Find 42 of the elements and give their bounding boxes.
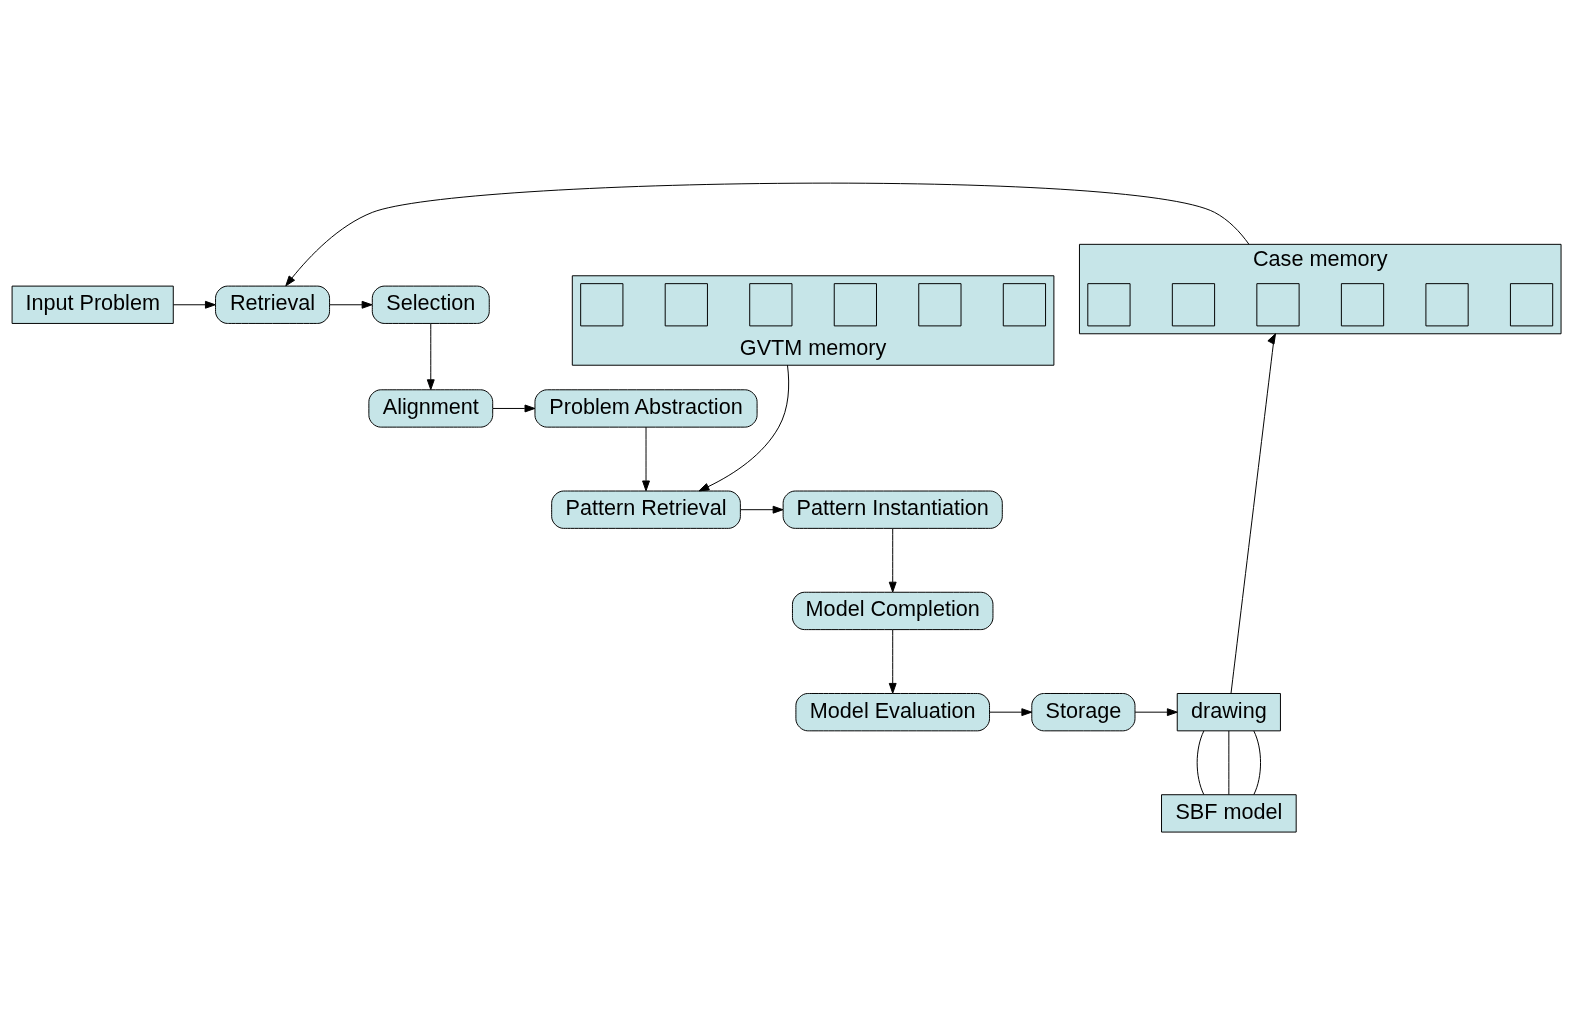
node-box: Retrieval bbox=[215, 285, 331, 324]
node-box: Pattern Retrieval bbox=[551, 490, 741, 529]
arrow bbox=[888, 527, 897, 593]
node-box: Selection bbox=[371, 285, 490, 324]
node-box bbox=[918, 283, 962, 327]
arrow bbox=[1134, 708, 1178, 717]
node-box bbox=[1171, 283, 1216, 327]
node-box: Alignment bbox=[368, 389, 494, 428]
connector bbox=[1196, 730, 1205, 795]
node-box bbox=[749, 283, 793, 327]
node-box bbox=[1256, 283, 1300, 327]
arrow bbox=[989, 708, 1033, 717]
arrow bbox=[1230, 333, 1276, 694]
node-box bbox=[1002, 283, 1047, 327]
cluster: Case memory bbox=[1078, 243, 1562, 335]
arrow bbox=[642, 426, 650, 492]
arrow bbox=[285, 182, 1250, 287]
node-box: Model Completion bbox=[792, 591, 994, 631]
node-box bbox=[1425, 283, 1469, 327]
node-box bbox=[664, 283, 708, 327]
node-box bbox=[1509, 283, 1554, 327]
arrow bbox=[698, 364, 790, 492]
node-box bbox=[833, 283, 877, 327]
arrow bbox=[426, 323, 435, 391]
arrow bbox=[739, 505, 784, 514]
node-box: Problem Abstraction bbox=[534, 389, 758, 428]
node-box: Input Problem bbox=[11, 285, 174, 324]
cluster: GVTM memory bbox=[571, 275, 1055, 366]
arrow bbox=[492, 404, 536, 413]
connector bbox=[1253, 730, 1262, 795]
node-box: drawing bbox=[1176, 693, 1281, 732]
node-box: Pattern Instantiation bbox=[782, 490, 1003, 529]
arrow bbox=[329, 300, 373, 309]
node-box: Storage bbox=[1031, 693, 1136, 732]
arrow bbox=[888, 629, 897, 694]
node-box: Model Evaluation bbox=[795, 693, 990, 732]
node-box: SBF model bbox=[1161, 794, 1297, 833]
node-box bbox=[580, 283, 624, 327]
node-box bbox=[1340, 283, 1385, 327]
arrow bbox=[173, 300, 216, 309]
connector bbox=[1228, 730, 1230, 795]
node-box bbox=[1087, 283, 1131, 327]
